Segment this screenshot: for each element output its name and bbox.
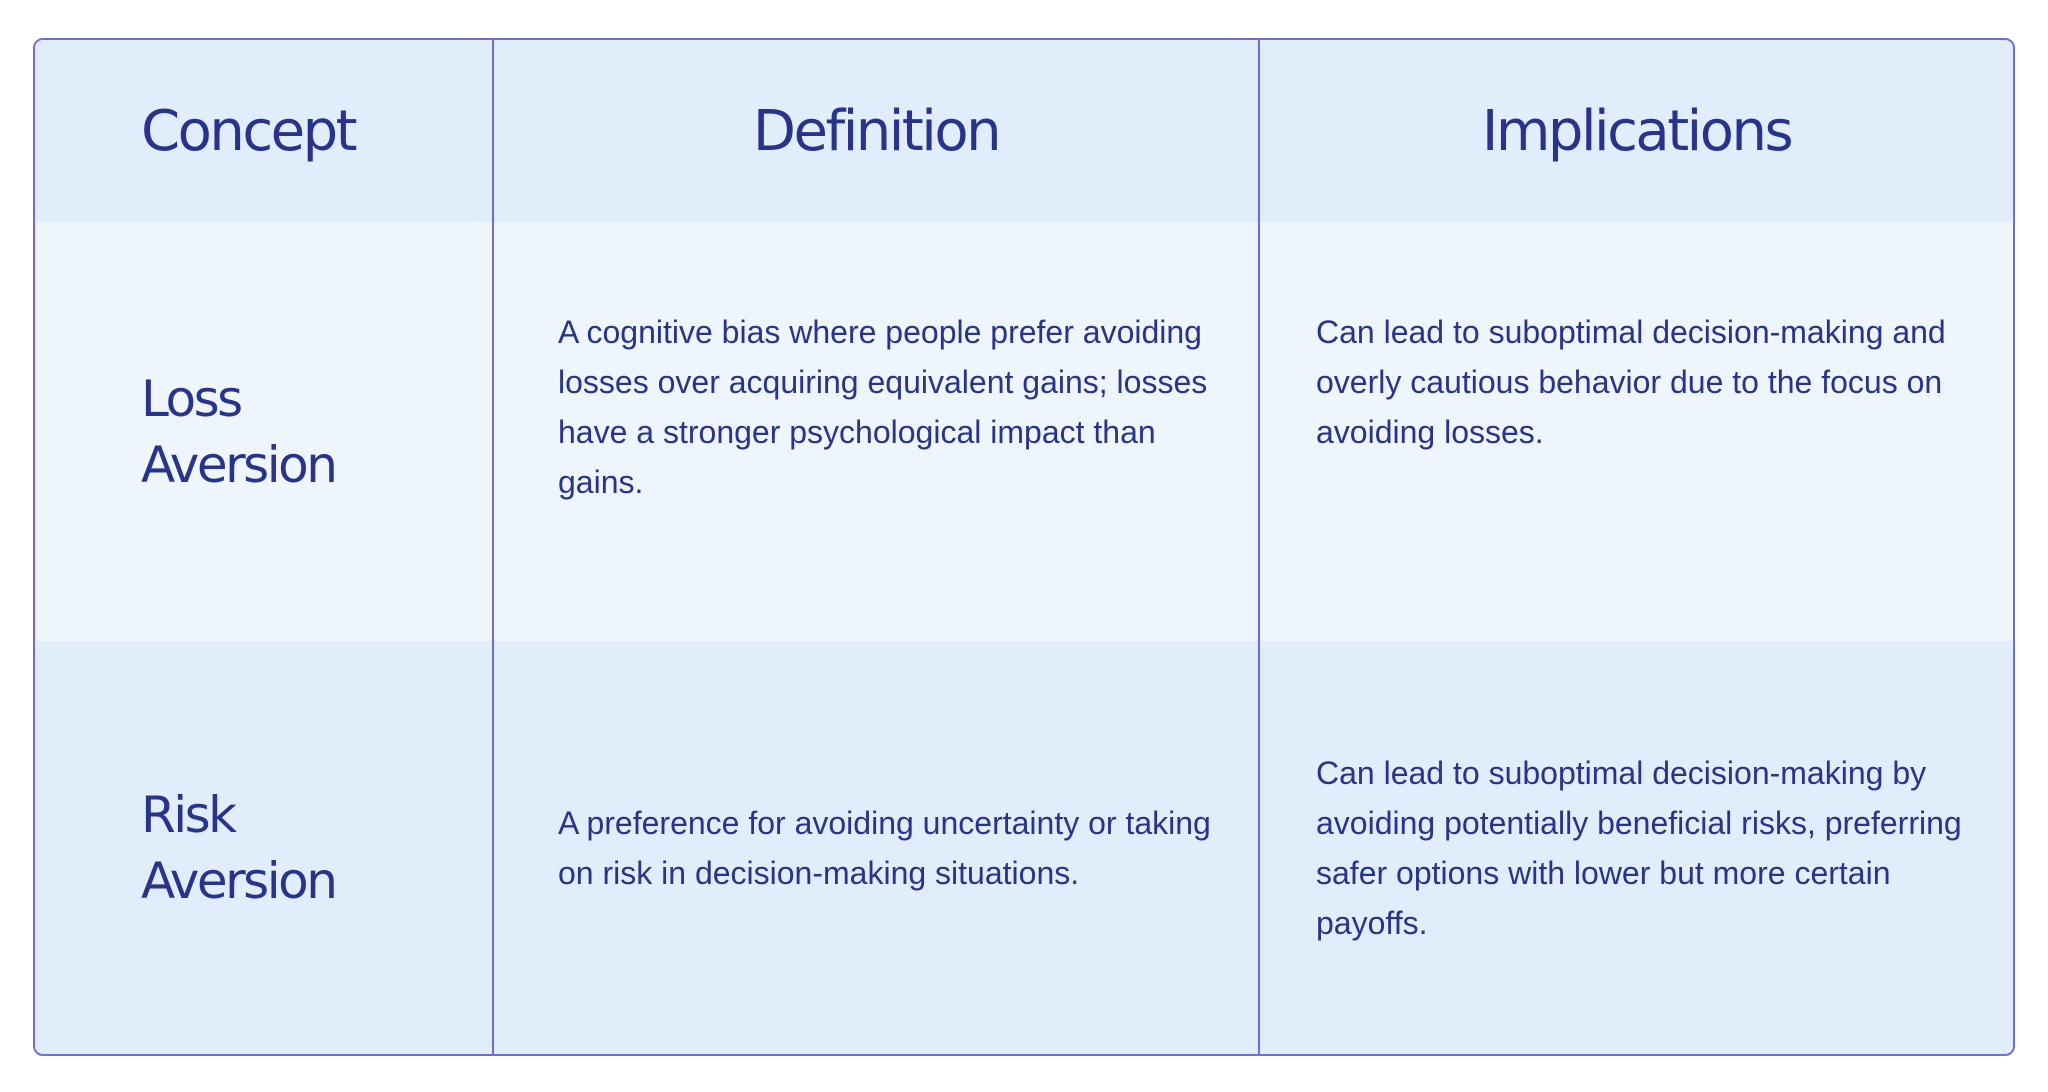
concept-table: Concept Definition Implications Loss Ave…: [33, 38, 2015, 1056]
header-implications: Implications: [1258, 40, 2013, 222]
definition-cell: A preference for avoiding uncertainty or…: [492, 641, 1259, 1054]
table-header-row: Concept Definition Implications: [35, 40, 2013, 222]
concept-word: Aversion: [141, 851, 338, 910]
concept-word: Risk: [141, 785, 237, 844]
table-row: Loss Aversion A cognitive bias where peo…: [35, 222, 2013, 641]
concept-cell: Loss Aversion: [35, 222, 493, 641]
definition-cell: A cognitive bias where people prefer avo…: [492, 222, 1259, 641]
header-definition: Definition: [492, 40, 1259, 222]
concept-word: Loss: [141, 369, 243, 428]
concept-cell: Risk Aversion: [35, 641, 493, 1054]
table-row: Risk Aversion A preference for avoiding …: [35, 641, 2013, 1054]
comparison-table: Concept Definition Implications Loss Ave…: [35, 40, 2013, 1054]
header-concept: Concept: [141, 98, 358, 164]
implications-cell: Can lead to suboptimal decision-making a…: [1258, 222, 2013, 641]
implications-cell: Can lead to suboptimal decision-making b…: [1258, 641, 2013, 1054]
concept-word: Aversion: [141, 435, 338, 494]
